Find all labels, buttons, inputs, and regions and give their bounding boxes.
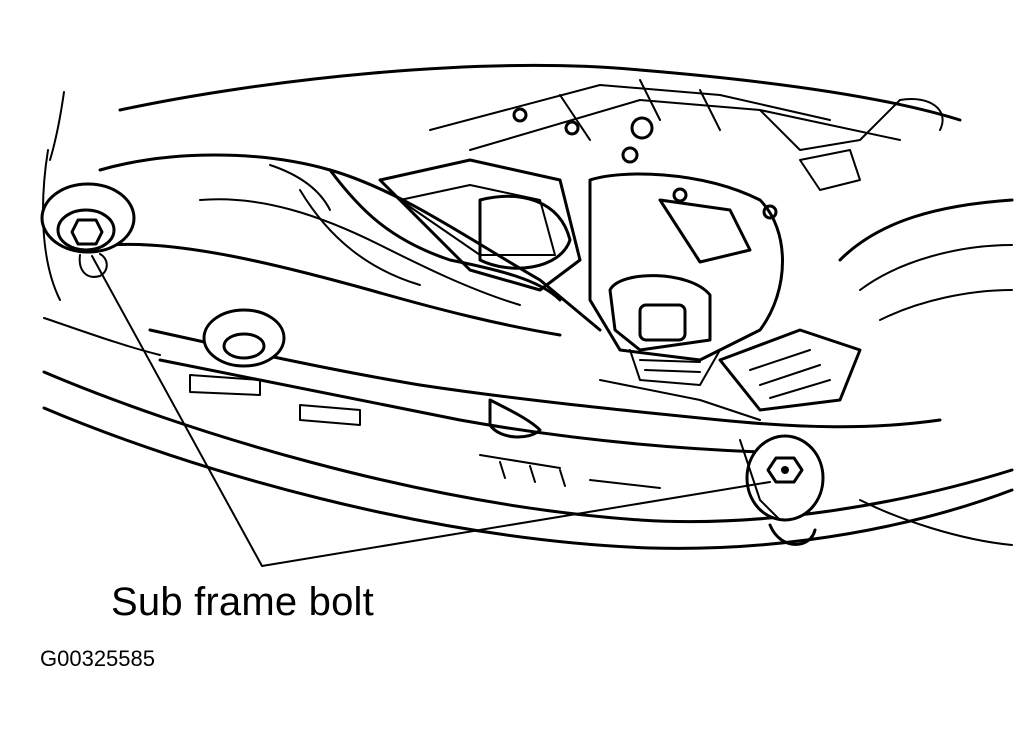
- bushing: [202, 308, 286, 368]
- steering-gear: [488, 172, 784, 439]
- sub-frame-bolt-left: [40, 182, 136, 278]
- callout-label: Sub frame bolt: [111, 580, 374, 624]
- bumper-edge: [42, 91, 1014, 550]
- callout-leader: [91, 255, 771, 567]
- lower-control-arm: [98, 153, 602, 337]
- sub-frame-bolt-right: [739, 434, 825, 546]
- figure-code: G00325585: [40, 646, 155, 671]
- body-structure: [118, 64, 1014, 321]
- sub-frame: [148, 158, 942, 489]
